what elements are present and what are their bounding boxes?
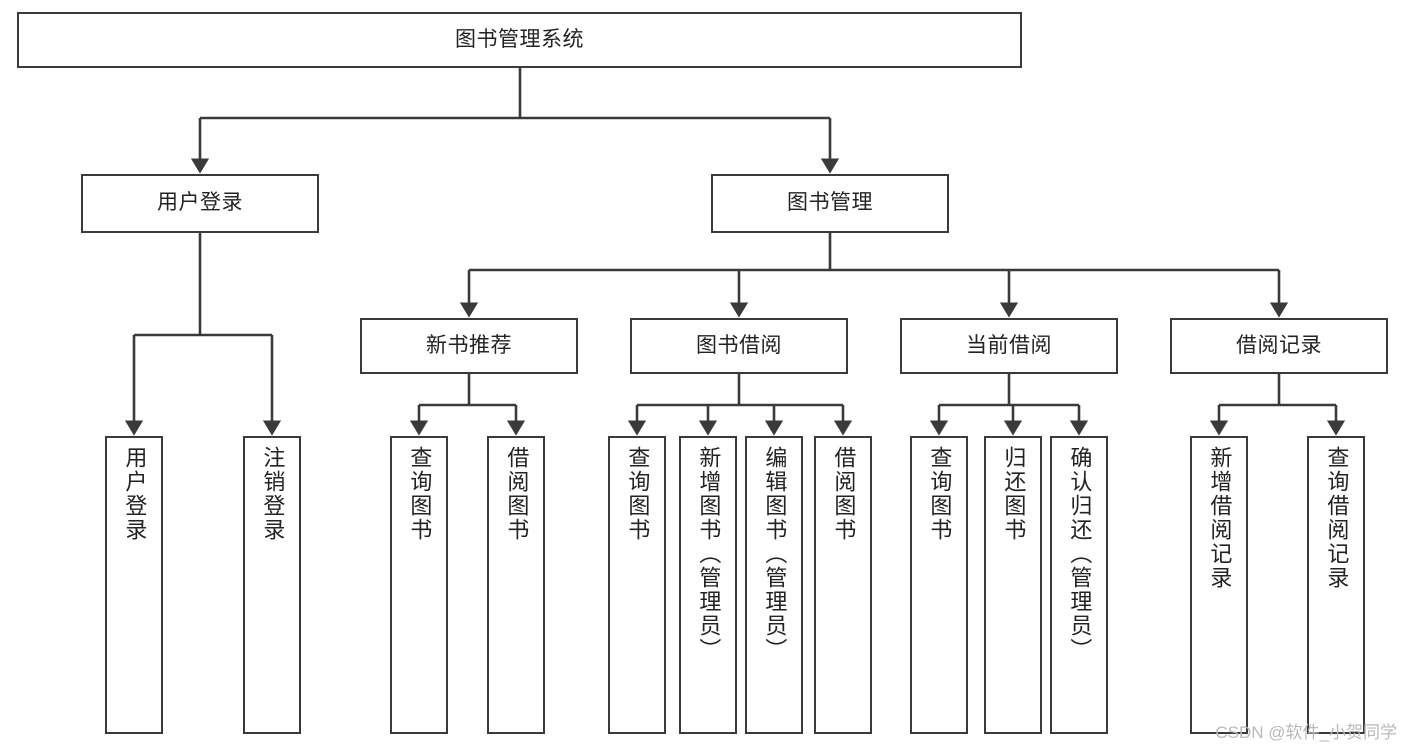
node-leaf-add-borrow-record-label: 新增借阅记录 [1207, 446, 1233, 590]
node-borrow-record[interactable]: 借阅记录 [1170, 318, 1388, 374]
node-book-manage-label: 图书管理 [787, 191, 873, 215]
node-leaf-user-logout[interactable]: 注销登录 [243, 436, 301, 734]
node-leaf-query-book-b[interactable]: 查询图书 [608, 436, 666, 734]
node-borrow-record-label: 借阅记录 [1236, 333, 1322, 357]
node-leaf-add-book-label: 新增图书（管理员） [696, 446, 722, 662]
node-leaf-user-logout-label: 注销登录 [260, 446, 286, 542]
node-leaf-query-book-b-label: 查询图书 [625, 446, 651, 542]
watermark-text: CSDN @软件_小贺同学 [1215, 723, 1397, 742]
node-leaf-borrow-book-b[interactable]: 借阅图书 [814, 436, 872, 734]
node-new-book-recommend-label: 新书推荐 [426, 333, 512, 357]
node-current-borrow[interactable]: 当前借阅 [900, 318, 1118, 374]
node-leaf-query-book-a[interactable]: 查询图书 [390, 436, 448, 734]
node-leaf-user-login[interactable]: 用户登录 [105, 436, 163, 734]
node-book-borrow-label: 图书借阅 [696, 333, 782, 357]
node-leaf-borrow-book-b-label: 借阅图书 [831, 446, 857, 542]
node-leaf-edit-book-label: 编辑图书（管理员） [762, 446, 788, 662]
node-root[interactable]: 图书管理系统 [17, 12, 1022, 68]
node-leaf-add-borrow-record[interactable]: 新增借阅记录 [1190, 436, 1248, 734]
node-leaf-borrow-book-a[interactable]: 借阅图书 [487, 436, 545, 734]
node-leaf-query-book-c[interactable]: 查询图书 [910, 436, 968, 734]
node-leaf-confirm-return[interactable]: 确认归还（管理员） [1050, 436, 1108, 734]
node-user-login[interactable]: 用户登录 [81, 174, 319, 233]
node-leaf-query-book-c-label: 查询图书 [927, 446, 953, 542]
node-leaf-confirm-return-label: 确认归还（管理员） [1067, 446, 1093, 662]
node-leaf-query-book-a-label: 查询图书 [407, 446, 433, 542]
node-leaf-query-borrow-record-label: 查询借阅记录 [1324, 446, 1350, 590]
node-leaf-user-login-label: 用户登录 [122, 446, 148, 542]
node-leaf-add-book[interactable]: 新增图书（管理员） [679, 436, 737, 734]
node-current-borrow-label: 当前借阅 [966, 333, 1052, 357]
node-book-manage[interactable]: 图书管理 [711, 174, 949, 233]
node-leaf-edit-book[interactable]: 编辑图书（管理员） [745, 436, 803, 734]
node-new-book-recommend[interactable]: 新书推荐 [360, 318, 578, 374]
node-leaf-query-borrow-record[interactable]: 查询借阅记录 [1307, 436, 1365, 734]
node-root-label: 图书管理系统 [455, 27, 584, 51]
node-leaf-return-book-label: 归还图书 [1001, 446, 1027, 542]
node-user-login-label: 用户登录 [157, 191, 243, 215]
node-leaf-return-book[interactable]: 归还图书 [984, 436, 1042, 734]
node-leaf-borrow-book-a-label: 借阅图书 [504, 446, 530, 542]
node-book-borrow[interactable]: 图书借阅 [630, 318, 848, 374]
